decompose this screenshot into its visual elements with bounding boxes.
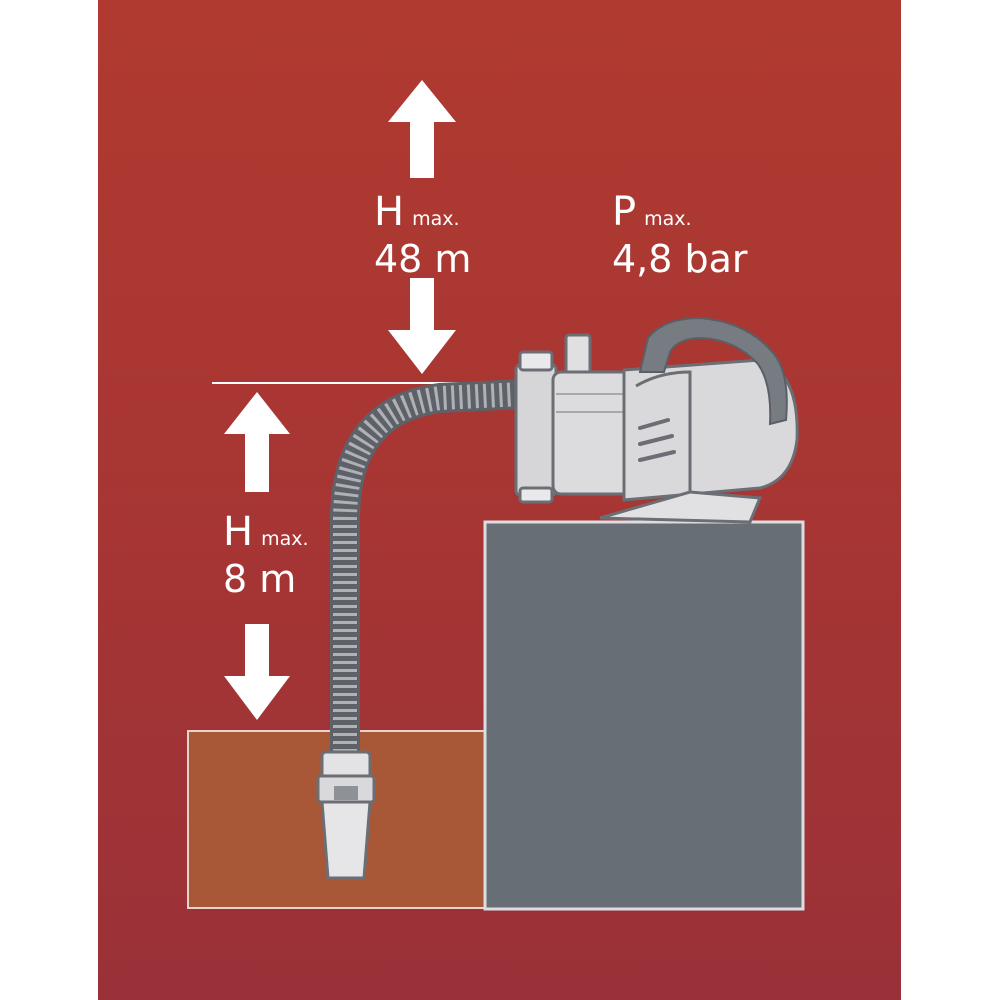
max-head-subscript: max. [412,208,460,230]
suction-down-arrow [224,624,290,720]
max-pressure-value: 4,8 bar [612,237,748,281]
max-head-symbol: H [374,189,405,235]
head-up-arrow [388,80,456,178]
max-pressure-symbol: P [612,189,637,235]
max-suction-symbol: H [223,509,254,555]
pump-stand [483,520,805,911]
head-down-arrow [388,278,456,374]
max-pressure-subscript: max. [644,208,692,230]
max-suction-subscript: max. [261,528,309,550]
foot-valve [316,750,376,880]
suction-hose [330,379,523,760]
garden-pump [514,316,799,524]
suction-up-arrow [224,392,290,492]
max-head-value: 48 m [374,237,472,281]
max-suction-value: 8 m [223,557,297,601]
